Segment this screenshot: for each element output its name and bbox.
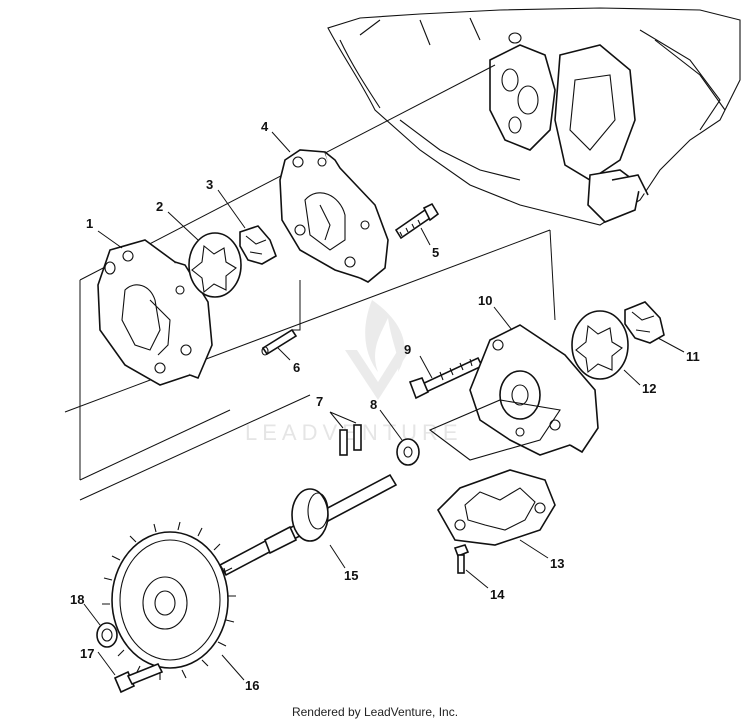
part-label-1: 1 xyxy=(86,216,93,231)
part-label-16: 16 xyxy=(245,678,259,693)
part-label-13: 13 xyxy=(550,556,564,571)
part-labels: 1 2 3 4 5 6 7 8 9 10 11 12 13 14 15 16 1… xyxy=(70,119,700,693)
part-2-outer-rotor xyxy=(188,232,242,298)
part-label-7: 7 xyxy=(316,394,323,409)
part-18-washer xyxy=(96,622,118,648)
part-14-screw xyxy=(453,544,470,574)
part-label-14: 14 xyxy=(490,587,505,602)
part-16-gear xyxy=(102,521,236,680)
part-10-pump-body xyxy=(428,324,599,461)
watermark-text: LEADVENTURE xyxy=(245,420,463,445)
part-label-2: 2 xyxy=(156,199,163,214)
render-credit: Rendered by LeadVenture, Inc. xyxy=(291,705,459,719)
part-7-pins xyxy=(329,411,362,456)
reference-lines xyxy=(64,64,556,501)
part-label-4: 4 xyxy=(261,119,269,134)
part-label-10: 10 xyxy=(478,293,492,308)
part-label-17: 17 xyxy=(80,646,94,661)
part-label-3: 3 xyxy=(206,177,213,192)
leadventure-watermark: LEADVENTURE xyxy=(245,300,463,445)
part-label-15: 15 xyxy=(344,568,358,583)
part-15-shaft xyxy=(218,473,398,577)
part-17-bolt xyxy=(113,662,164,694)
part-12-outer-rotor xyxy=(571,310,629,380)
part-13-strainer xyxy=(437,469,556,546)
part-label-9: 9 xyxy=(404,342,411,357)
leader-lines xyxy=(83,131,685,681)
part-6-pin xyxy=(261,328,298,356)
engine-block xyxy=(327,7,741,226)
part-4-cover-plate xyxy=(279,149,389,283)
part-1-pump-housing xyxy=(97,239,213,386)
part-label-11: 11 xyxy=(686,349,700,364)
part-label-8: 8 xyxy=(370,397,377,412)
part-label-12: 12 xyxy=(642,381,656,396)
part-3-inner-rotor xyxy=(239,225,277,265)
part-11-inner-rotor xyxy=(624,301,665,344)
part-label-6: 6 xyxy=(293,360,300,375)
part-label-5: 5 xyxy=(432,245,439,260)
part-5-bolt xyxy=(394,202,440,240)
part-9-bolt xyxy=(408,356,484,400)
part-label-18: 18 xyxy=(70,592,84,607)
part-8-washer xyxy=(396,438,420,466)
